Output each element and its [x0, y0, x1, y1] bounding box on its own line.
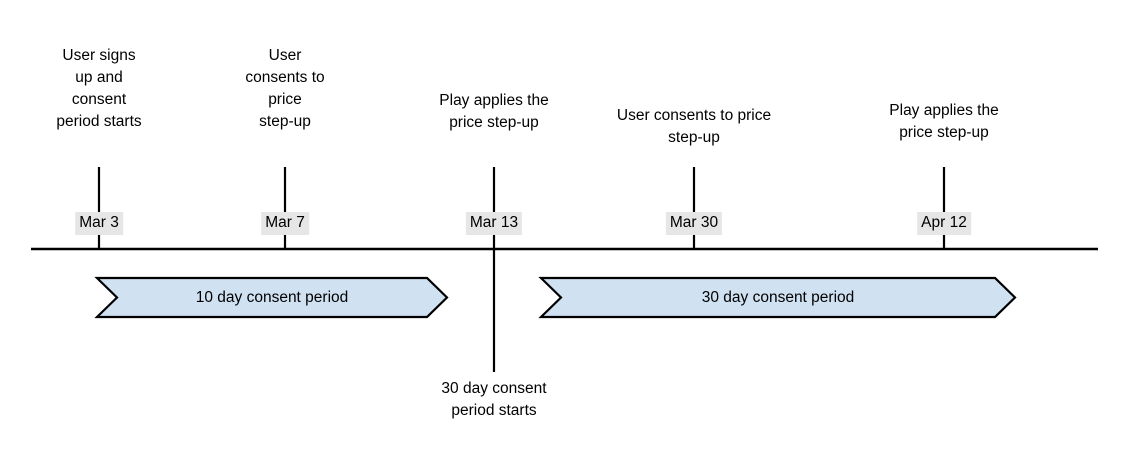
event-label-mar-7: User consents to price step-up	[245, 47, 325, 130]
event-label-mar-13: Play applies the price step-up	[439, 92, 549, 131]
date-chip-mar-13: Mar 13	[465, 212, 523, 235]
band-30-day-label: 30 day consent period	[701, 288, 855, 306]
consent-period-band-group	[94, 276, 1017, 319]
timeline-tick-group	[97, 167, 946, 372]
band-30-day-shape	[538, 276, 1017, 319]
event-label-mar-3: User signs up and consent period starts	[56, 47, 142, 130]
date-chip-apr-12: Apr 12	[917, 212, 971, 235]
band-10-day-label: 10 day consent period	[195, 288, 349, 306]
date-chip-mar-30: Mar 30	[665, 212, 723, 235]
below-mar-13: 30 day consent period starts	[441, 380, 547, 419]
event-label-mar-30: User consents to price step-up	[616, 107, 772, 146]
event-label-apr-12: Play applies the price step-up	[889, 102, 999, 141]
date-chip-mar-3: Mar 3	[75, 212, 123, 235]
band-10-day-shape	[94, 276, 449, 319]
date-chip-mar-7: Mar 7	[261, 212, 309, 235]
